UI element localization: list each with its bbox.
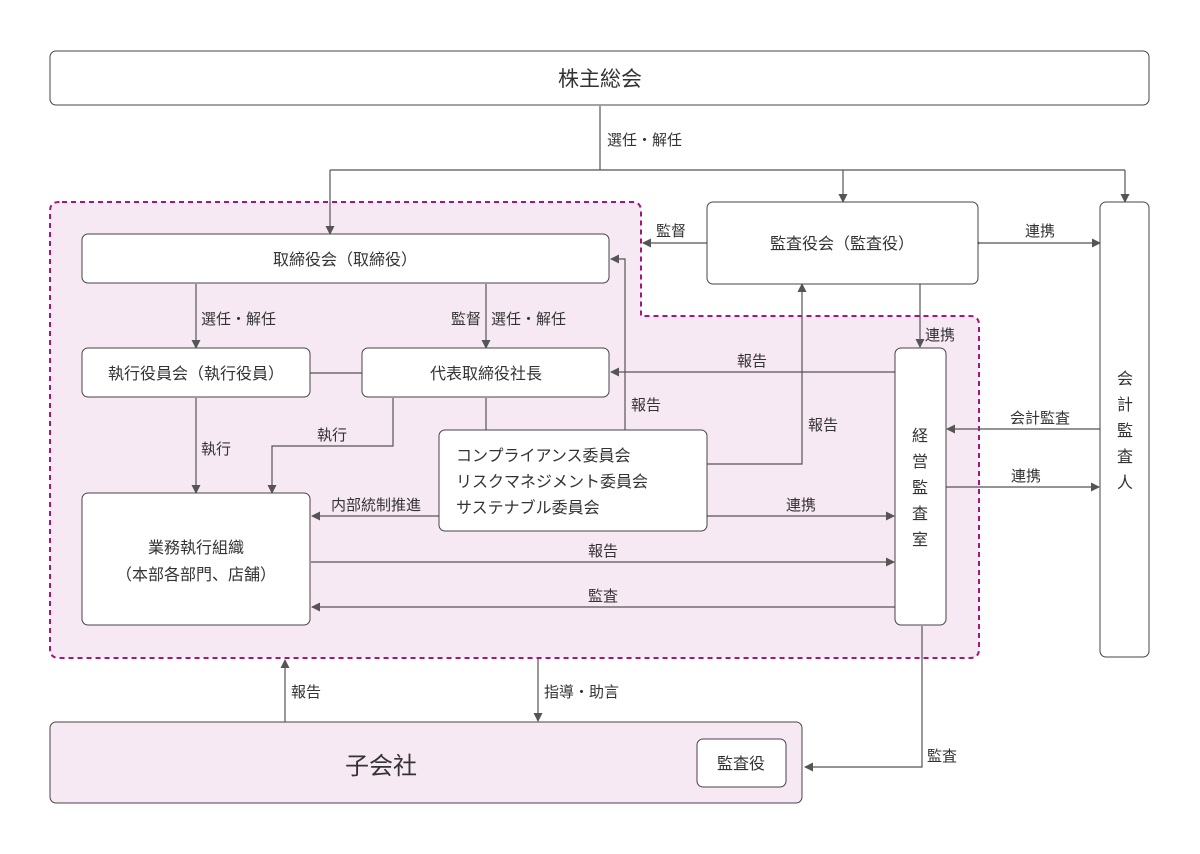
executive-committee-label: 執行役員会（執行役員）	[108, 364, 284, 383]
label-accounting-audit: 会計監査	[1010, 409, 1070, 427]
label-audit-accounting-link: 連携	[1025, 222, 1055, 240]
label-org-report: 報告	[588, 542, 618, 560]
arrow-committee-report-audit	[707, 283, 807, 465]
label-auditor-internal-link: 連携	[1011, 467, 1041, 485]
accounting-auditor-box	[1099, 201, 1150, 658]
svg-text:会: 会	[1117, 369, 1133, 388]
committee-compliance-label: コンプライアンス委員会	[456, 446, 631, 465]
business-org-label: 業務執行組織	[148, 538, 244, 557]
label-elect-dismiss-top: 選任・解任	[607, 131, 682, 149]
accounting-auditor-label: 会 計 監 査 人	[1117, 369, 1133, 492]
executive-committee-box	[81, 347, 311, 398]
svg-text:計: 計	[1117, 395, 1133, 414]
committee-sustainable-label: サステナブル委員会	[456, 498, 600, 517]
subsidiary-auditor-box	[696, 738, 787, 788]
arrow-president-execute	[267, 398, 394, 494]
label-report-to-president: 報告	[737, 352, 767, 370]
svg-text:監: 監	[912, 478, 928, 497]
label-committee-internal-link: 連携	[786, 496, 816, 514]
label-subsidiary-report: 報告	[291, 683, 321, 701]
svg-text:経: 経	[912, 426, 928, 445]
label-audit-board-supervise: 監督	[656, 222, 686, 240]
board-box	[81, 233, 610, 284]
label-board-elect-executive: 選任・解任	[201, 310, 276, 328]
subsidiary-label: 子会社	[345, 752, 417, 780]
arrow-committee-report-board	[610, 254, 626, 430]
shareholders-label: 株主総会	[558, 67, 642, 91]
label-execute-left: 執行	[201, 440, 231, 458]
label-guidance: 指導・助言	[544, 683, 619, 701]
label-board-supervise: 監督	[451, 310, 481, 328]
committee-risk-label: リスクマネジメント委員会	[456, 472, 648, 491]
label-committee-report-board: 報告	[631, 396, 661, 414]
svg-text:営: 営	[912, 452, 928, 471]
label-subsidiary-audit: 監査	[927, 747, 957, 765]
svg-text:査: 査	[912, 504, 928, 523]
president-box	[361, 347, 610, 398]
label-execute-center: 執行	[317, 426, 347, 444]
arrow-subsidiary-audit	[804, 626, 923, 772]
subsidiary-box	[49, 721, 803, 804]
internal-audit-label: 経 営 監 査 室	[912, 426, 928, 549]
board-label: 取締役会（取締役）	[273, 250, 417, 269]
svg-text:室: 室	[912, 530, 928, 549]
shareholders-box	[49, 50, 1150, 106]
svg-text:監: 監	[1117, 421, 1133, 440]
label-internal-audit-link-up: 連携	[925, 326, 955, 344]
label-board-elect-president: 選任・解任	[491, 310, 566, 328]
business-org-box	[81, 492, 311, 626]
subsidiary-auditor-label: 監査役	[717, 754, 765, 773]
label-internal-control: 内部統制推進	[331, 496, 421, 514]
svg-text:査: 査	[1117, 447, 1133, 466]
audit-board-box	[706, 201, 979, 285]
business-org-sub-label: （本部各部門、店舗）	[116, 565, 276, 584]
audit-board-label: 監査役会（監査役）	[770, 234, 914, 253]
president-label: 代表取締役社長	[430, 364, 542, 383]
label-internal-audit-org: 監査	[588, 587, 618, 605]
committees-box	[438, 429, 708, 532]
label-committee-report-audit: 報告	[808, 416, 838, 434]
internal-audit-box	[894, 347, 947, 626]
svg-text:人: 人	[1117, 473, 1133, 492]
